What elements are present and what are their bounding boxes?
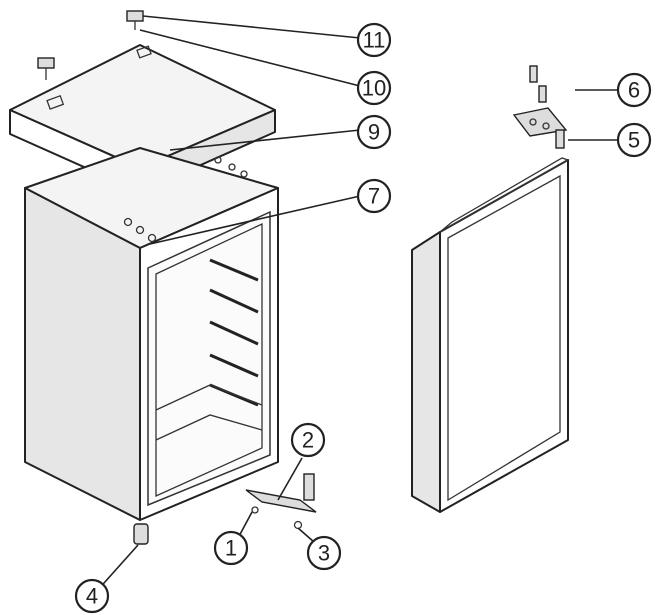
- door: [411, 157, 570, 513]
- svg-text:11: 11: [363, 28, 386, 53]
- svg-text:7: 7: [368, 184, 380, 209]
- callout-4: 4: [74, 578, 110, 614]
- callout-10: 10: [356, 70, 392, 106]
- callout-3: 3: [306, 535, 342, 571]
- lower-hinge: [245, 473, 317, 530]
- svg-text:2: 2: [302, 428, 314, 453]
- callout-11: 11: [356, 22, 392, 58]
- callout-6: 6: [616, 72, 652, 108]
- callout-1: 1: [213, 530, 249, 566]
- callout-5: 5: [616, 122, 652, 158]
- svg-text:9: 9: [368, 120, 380, 145]
- adjustable-foot: [133, 523, 149, 545]
- hinge-screws: [529, 65, 547, 103]
- upper-hinge: [512, 107, 568, 149]
- svg-text:10: 10: [362, 76, 386, 101]
- top-clip-left: [37, 57, 55, 80]
- svg-text:4: 4: [86, 584, 98, 609]
- callout-7: 7: [356, 178, 392, 214]
- svg-text:1: 1: [225, 536, 237, 561]
- svg-text:5: 5: [628, 128, 640, 153]
- top-clip-right: [126, 10, 144, 30]
- svg-text:3: 3: [318, 541, 330, 566]
- svg-text:6: 6: [628, 78, 640, 103]
- shelf-rails: [155, 258, 263, 441]
- cabinet-body: [24, 147, 279, 521]
- callout-9: 9: [356, 114, 392, 150]
- callout-2: 2: [290, 422, 326, 458]
